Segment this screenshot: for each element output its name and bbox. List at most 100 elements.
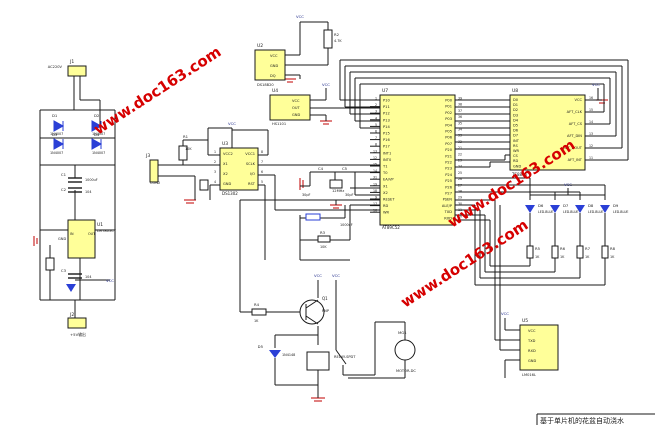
u7-pin-label: P04	[445, 123, 452, 127]
u5-module	[519, 324, 559, 371]
u2-pin-label: GND	[270, 64, 278, 68]
r2-value: 4.7K	[334, 39, 342, 43]
u7-pin-label: P03	[445, 117, 452, 121]
r-reset	[317, 235, 331, 243]
u3-pin-label: GND	[223, 182, 231, 186]
res-led-ref: R5	[535, 246, 541, 251]
j1-ref: J1	[69, 59, 74, 65]
u8-pin-number: 12	[589, 144, 593, 148]
u8-pin-label: D7	[513, 134, 518, 138]
u8-pin-label: AFT_DIN	[567, 134, 582, 138]
flyback-diode	[269, 350, 281, 358]
diode-d3	[53, 138, 65, 150]
c4-value: 30pF	[302, 193, 310, 197]
r-pullup	[323, 29, 333, 49]
u8-pin-label: D6	[513, 129, 519, 133]
u8-pin-label: AFT_INT	[568, 158, 583, 162]
u7-pin-label: P27	[445, 192, 452, 196]
bridge-ref: D4	[94, 132, 100, 137]
driver-wires	[239, 199, 406, 398]
u8-pin-label: D3	[513, 113, 518, 117]
bridge-ref: D1	[52, 113, 58, 118]
power-supply-section	[39, 65, 116, 318]
r-divider	[45, 257, 55, 271]
labels: P101P112P123P134P145P156P167P178INT113IN…	[48, 14, 629, 377]
vcc-label: VCC	[296, 14, 304, 19]
u7-pin-label: P00	[445, 99, 452, 103]
diode-d4	[91, 138, 103, 150]
u3-pin-label: VCC1	[245, 152, 255, 156]
u5-pin-label: RXD	[528, 349, 536, 353]
r8	[601, 245, 609, 259]
u8-pin-label: D5	[513, 124, 518, 128]
u7-pin-number: 33	[458, 134, 462, 138]
j1-label: AC220V	[48, 65, 63, 69]
u7-pin-number: 25	[458, 171, 462, 175]
led-d9	[600, 205, 610, 213]
u7-pin-number: 10	[458, 214, 462, 218]
u2-pin-label: DQ	[270, 74, 276, 78]
u7-pin-label: P20	[445, 148, 452, 152]
res-led-ref: R6	[560, 246, 566, 251]
u7-pin-number: 27	[458, 183, 462, 187]
crystal-value: 12MHz	[332, 189, 344, 193]
u7-pin-number: 6	[375, 130, 377, 134]
u8-chip	[509, 94, 586, 171]
relay-coil	[306, 351, 330, 371]
bus-wires	[339, 59, 629, 378]
u7-pin-label: P07	[445, 142, 452, 146]
led-d7	[550, 205, 560, 213]
c1-value: 1000uF	[85, 178, 98, 182]
u3-pin-number: 4	[214, 180, 216, 184]
r7	[576, 245, 584, 259]
u8-pin-label: AFT_CS	[569, 122, 583, 126]
u8-part: TC8816	[511, 172, 528, 177]
u7-mcu	[379, 94, 456, 226]
u7-pin-number: 19	[373, 182, 377, 186]
u7-pin-number: 13	[373, 149, 377, 153]
vcc-label: VCC	[106, 278, 114, 283]
u7-pin-label: P23	[445, 167, 452, 171]
u7-pin-label: P10	[383, 99, 390, 103]
u7-pin-label: T0	[382, 171, 388, 175]
c5-ref: C5	[342, 166, 348, 171]
u7-pin-label: WR	[383, 211, 390, 215]
u8-pin-number: 16	[589, 96, 593, 100]
u3-pin-label: RST	[248, 182, 256, 186]
u4-pin-label: OUT	[292, 106, 300, 110]
u3-pin-number: 8	[261, 150, 263, 154]
u2-ref: U2	[257, 43, 263, 49]
bridge-ref: D2	[94, 113, 100, 118]
u5-pin-label: VCC	[528, 329, 536, 333]
u3-pin-label: SCLK	[246, 162, 256, 166]
r3-value: 10K	[320, 245, 327, 249]
u7-pin-number: 23	[458, 159, 462, 163]
title-label: 基于单片机的花盆自动浇水	[540, 416, 624, 425]
u7-pin-number: 3	[375, 110, 377, 114]
u7-ref: U7	[382, 88, 388, 94]
u1-regulator	[67, 219, 96, 259]
led-part: LED-BLUE	[588, 210, 603, 214]
c1-ref: C1	[61, 172, 67, 177]
u7-part: AT89C52	[382, 225, 400, 230]
u8-pin-label: D0	[513, 98, 519, 102]
bridge-part: 1N4007	[92, 132, 105, 136]
r4-value: 1K	[254, 319, 259, 323]
u7-pin-label: X1	[383, 184, 388, 188]
u7-pin-number: 18	[373, 189, 377, 193]
u7-pin-label: P05	[445, 130, 452, 134]
c5-value: 30pF	[345, 193, 353, 197]
u7-pin-number: 5	[375, 123, 377, 127]
u8-pin-number: 13	[589, 132, 593, 136]
vcc-label: VCC	[314, 273, 322, 278]
j2-ref: J2	[69, 312, 74, 318]
u7-pin-number: 2	[375, 103, 377, 107]
motor-symbol	[394, 339, 416, 361]
u7-pin-label: T1	[382, 165, 387, 169]
led-ref: D6	[538, 203, 544, 208]
u7-pin-label: P15	[383, 132, 390, 136]
r3-ref: R3	[320, 230, 326, 235]
u7-pin-label: P25	[445, 179, 452, 183]
